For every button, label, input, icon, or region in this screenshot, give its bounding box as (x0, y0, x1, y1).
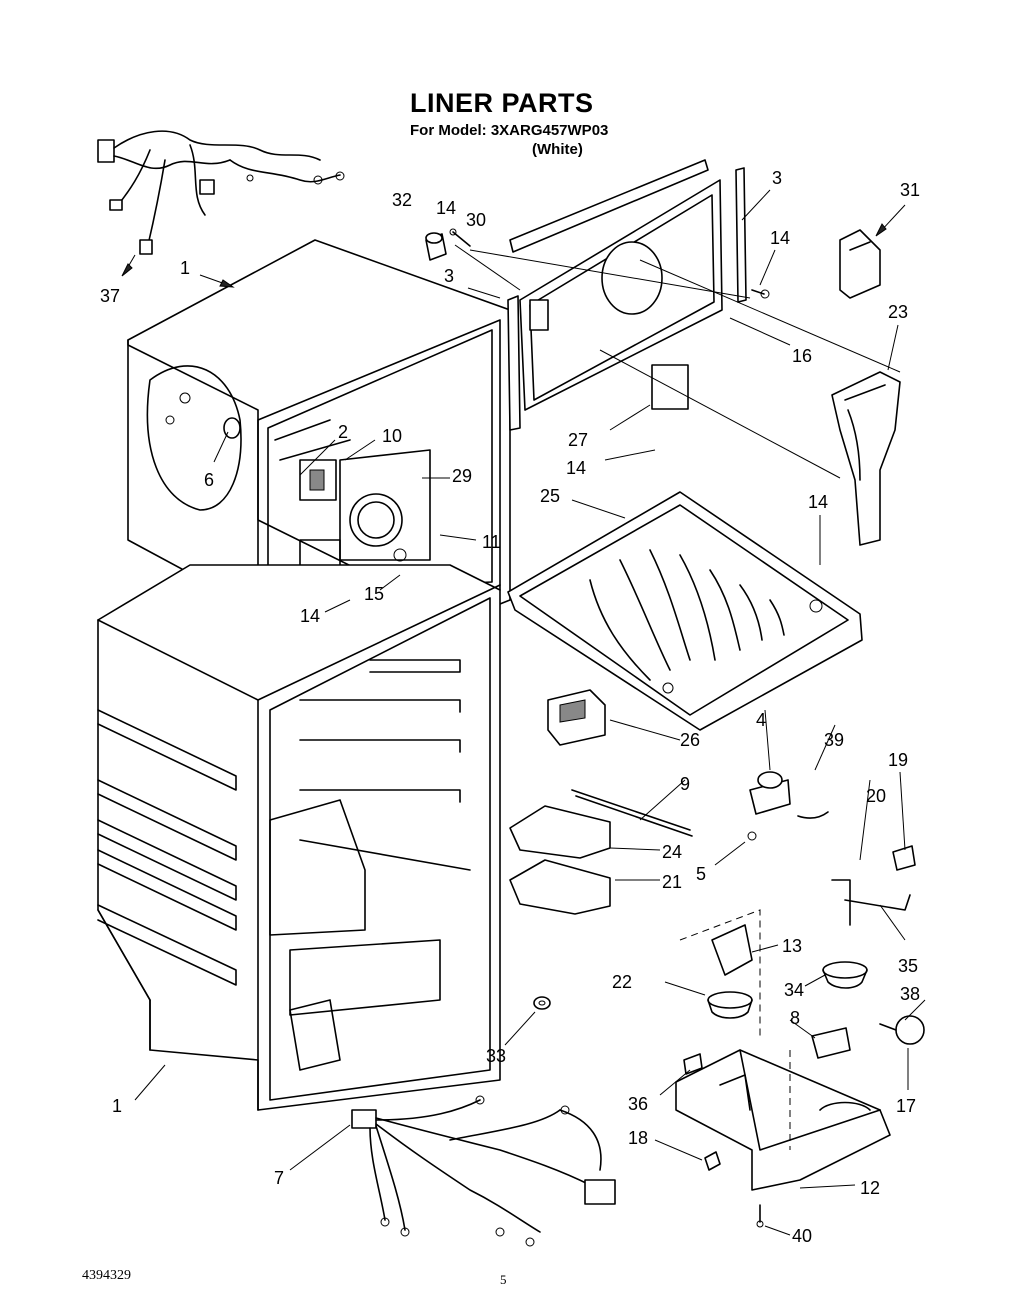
part-24-shelf-support (509, 805, 611, 859)
callout-22: 22 (612, 972, 632, 992)
callout-37: 37 (100, 286, 120, 306)
callout-14-c: 14 (566, 458, 586, 478)
part-5-nut (747, 831, 757, 841)
callout-15: 15 (364, 584, 384, 604)
part-1-fresh-food-liner (97, 564, 501, 1111)
callout-11: 11 (482, 532, 501, 552)
part-32-grommet (425, 232, 447, 261)
callout-9: 9 (680, 774, 690, 794)
callout-18: 18 (628, 1128, 648, 1148)
part-18-screw (704, 1151, 721, 1171)
callout-1-bottom: 1 (112, 1096, 122, 1116)
callout-16: 16 (792, 346, 812, 366)
part-25-crisper-cover (507, 491, 863, 731)
part-16-evaporator-cover (507, 159, 747, 431)
part-23-air-duct (831, 371, 901, 546)
callout-4: 4 (756, 710, 766, 730)
callout-35: 35 (898, 956, 918, 976)
callout-8: 8 (790, 1008, 800, 1028)
part-12-lamp-housing (675, 1049, 891, 1191)
freezer-inner-components (274, 419, 431, 640)
part-9-rod (571, 789, 693, 837)
callout-29: 29 (452, 466, 472, 486)
callout-26: 26 (680, 730, 700, 750)
callout-3-right: 3 (772, 168, 782, 188)
callout-5: 5 (696, 864, 706, 884)
callout-13: 13 (782, 936, 802, 956)
callout-labels: 37 1 6 2 10 29 11 15 14 32 14 30 3 3 14 … (100, 168, 920, 1246)
callout-14-left: 14 (300, 606, 320, 626)
callout-20: 20 (866, 786, 886, 806)
callout-39: 39 (824, 730, 844, 750)
assembly-lines (454, 244, 901, 479)
callout-25: 25 (540, 486, 560, 506)
part-21-shelf-support (509, 859, 611, 915)
callout-14-a: 14 (436, 198, 456, 218)
part-1-freezer-liner (127, 239, 511, 621)
callout-23: 23 (888, 302, 908, 322)
callout-19: 19 (888, 750, 908, 770)
diagram-title: LINER PARTS (410, 88, 594, 118)
callout-32: 32 (392, 190, 412, 210)
callout-7: 7 (274, 1168, 284, 1188)
callout-14-b: 14 (770, 228, 790, 248)
part-38-light-bulb (811, 1015, 925, 1059)
callout-1-top: 1 (180, 258, 190, 278)
callout-2: 2 (338, 422, 348, 442)
callout-24: 24 (662, 842, 682, 862)
callout-14-d: 14 (808, 492, 828, 512)
part-39-seal (797, 811, 829, 819)
model-line: For Model: 3XARG457WP03 (410, 122, 609, 139)
part-37-wire-harness (97, 130, 345, 255)
callout-27: 27 (568, 430, 588, 450)
part-33-grommet (533, 996, 551, 1010)
callout-12: 12 (860, 1178, 880, 1198)
part-26-bracket (547, 689, 606, 746)
callout-3-left: 3 (444, 266, 454, 286)
callout-17: 17 (896, 1096, 916, 1116)
callout-34: 34 (784, 980, 804, 1000)
callout-10: 10 (382, 426, 402, 446)
part-31-knob (839, 229, 881, 299)
part-7-wire-harness (351, 1095, 616, 1247)
callout-30: 30 (466, 210, 486, 230)
part-40-screw (756, 1204, 764, 1228)
callout-6: 6 (204, 470, 214, 490)
callout-38: 38 (900, 984, 920, 1004)
lamp-assembly (679, 845, 916, 1040)
callout-leaders (121, 189, 926, 1236)
callout-33: 33 (486, 1046, 506, 1066)
color-line: (White) (532, 141, 583, 158)
part-4-control (749, 771, 791, 815)
callout-40: 40 (792, 1226, 812, 1246)
callout-31: 31 (900, 180, 920, 200)
part-14-screw-top (449, 228, 770, 299)
document-number: 4394329 (82, 1268, 131, 1283)
callout-36: 36 (628, 1094, 648, 1114)
callout-21: 21 (662, 872, 682, 892)
page-number: 5 (500, 1272, 507, 1287)
